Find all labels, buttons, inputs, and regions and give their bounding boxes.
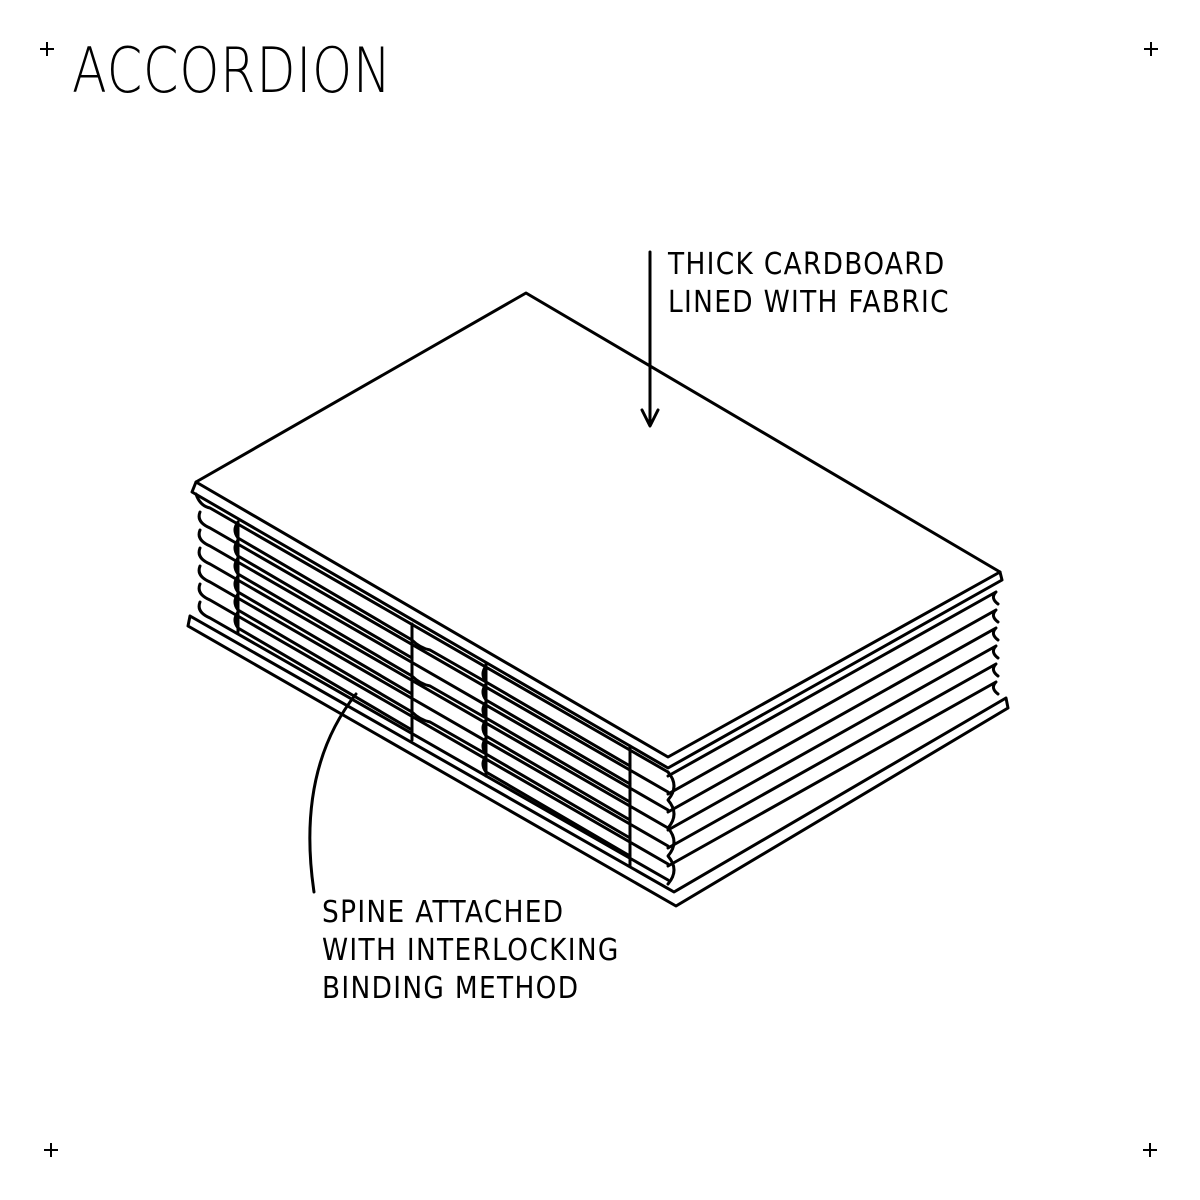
spine-leader-line <box>308 692 358 894</box>
spine-annotation-line-1: SPINE ATTACHED <box>322 895 565 930</box>
book-bottom-board <box>186 614 1010 908</box>
spine-annotation-line-2: WITH INTERLOCKING <box>322 933 620 968</box>
cover-leader-arrow <box>640 250 660 428</box>
spine-layers <box>194 492 670 882</box>
cover-annotation-line-2: LINED WITH FABRIC <box>668 285 950 320</box>
spine-annotation: SPINE ATTACHED WITH INTERLOCKING BINDING… <box>322 894 620 1008</box>
page-edges-right <box>666 590 1000 886</box>
cover-annotation-line-1: THICK CARDBOARD <box>668 247 946 282</box>
crop-mark-bottom-right <box>1143 1143 1157 1157</box>
page-title: ACCORDION <box>72 34 392 107</box>
spine-annotation-line-3: BINDING METHOD <box>322 971 580 1006</box>
spine-binding-bands <box>233 520 632 868</box>
crop-mark-top-left <box>40 42 54 56</box>
crop-mark-bottom-left <box>44 1143 58 1157</box>
crop-mark-top-right <box>1144 42 1158 56</box>
cover-annotation: THICK CARDBOARD LINED WITH FABRIC <box>668 246 950 322</box>
book-cover-edge <box>190 480 1004 770</box>
